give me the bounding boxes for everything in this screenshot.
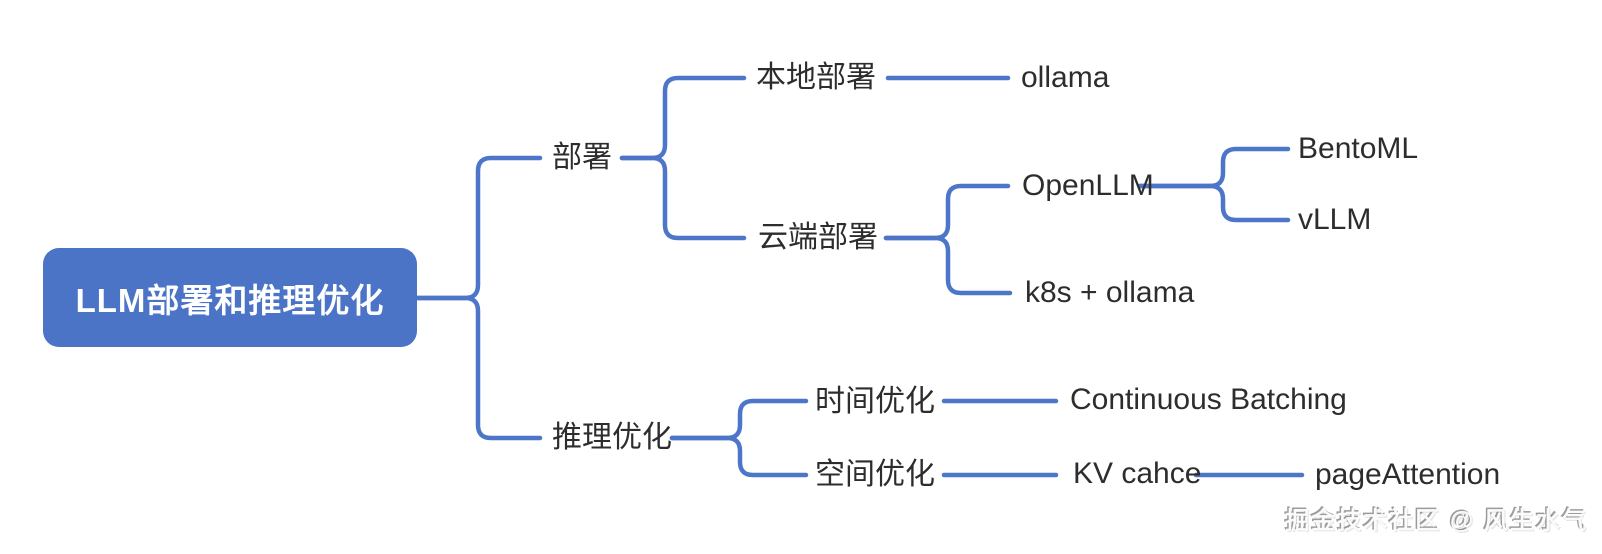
edge-inference-opt-to-time-opt (669, 398, 809, 441)
edge-cloud-deploy-to-k8s-ollama (883, 235, 1013, 296)
node-openllm[interactable]: OpenLLM (1022, 168, 1154, 202)
node-deploy[interactable]: 部署 (552, 140, 612, 174)
node-vllm[interactable]: vLLM (1298, 202, 1372, 236)
node-root[interactable]: LLM部署和推理优化 (43, 248, 417, 347)
node-k8s-ollama[interactable]: k8s + ollama (1025, 275, 1195, 309)
edge-cloud-deploy-to-openllm (883, 183, 1011, 241)
node-local-deploy[interactable]: 本地部署 (756, 60, 876, 94)
node-space-opt[interactable]: 空间优化 (815, 457, 935, 491)
node-bentoml[interactable]: BentoML (1298, 131, 1419, 165)
node-inference-opt[interactable]: 推理优化 (552, 420, 672, 454)
node-root-label: LLM部署和推理优化 (75, 281, 385, 319)
edge-openllm-to-vllm (1137, 183, 1291, 223)
node-page-attention[interactable]: pageAttention (1315, 457, 1501, 491)
node-kv-cache[interactable]: KV cahce (1073, 456, 1202, 490)
edge-root-to-inference-opt (412, 295, 543, 441)
edge-deploy-to-cloud-deploy (619, 155, 747, 241)
node-time-opt[interactable]: 时间优化 (815, 384, 935, 418)
watermark: 掘金技术社区 @ 风生水气 (1285, 507, 1588, 535)
node-ollama[interactable]: ollama (1021, 60, 1110, 94)
edge-openllm-to-bentoml (1137, 146, 1291, 189)
node-cloud-deploy[interactable]: 云端部署 (758, 220, 878, 254)
node-continuous-batching[interactable]: Continuous Batching (1070, 382, 1347, 416)
edge-root-to-deploy (412, 155, 543, 301)
edge-inference-opt-to-space-opt (669, 435, 809, 478)
edge-deploy-to-local-deploy (619, 75, 747, 161)
